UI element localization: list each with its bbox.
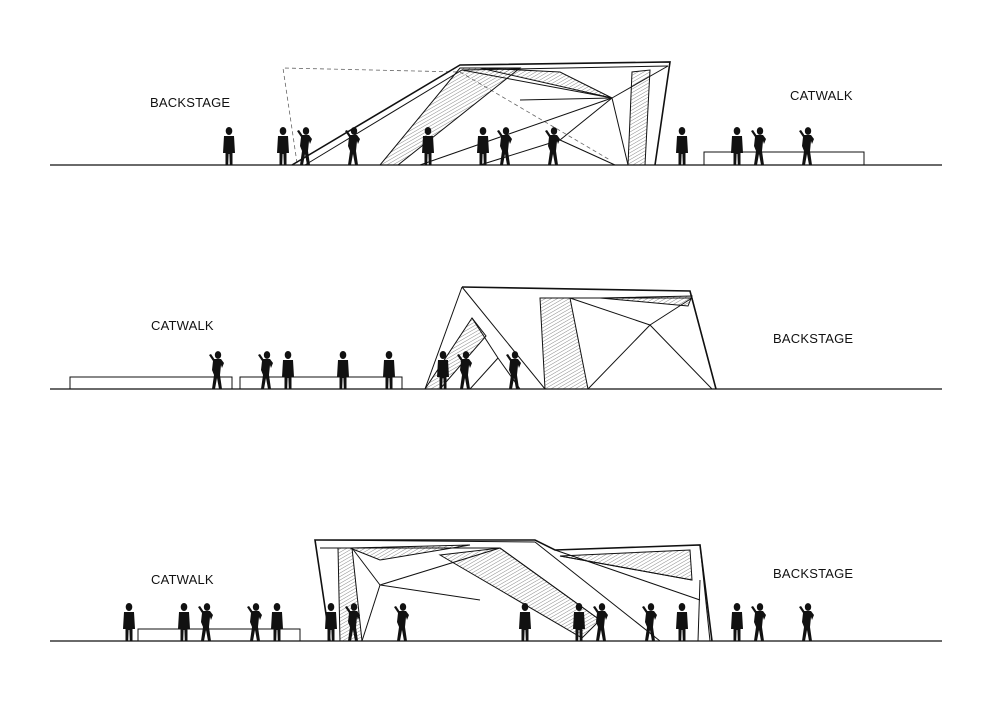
hatched-panel <box>424 317 487 390</box>
person-walking-icon <box>198 603 213 641</box>
catwalk-platform <box>239 376 403 390</box>
person-standing-icon <box>676 603 688 641</box>
hatched-panel <box>559 549 693 581</box>
person-walking-icon <box>642 603 657 641</box>
person-standing-icon <box>519 603 531 641</box>
section-1-left-label: BACKSTAGE <box>150 95 231 110</box>
person-walking-icon <box>457 351 472 389</box>
person-walking-icon <box>297 127 312 165</box>
person-walking-icon <box>799 127 814 165</box>
catwalk-platform <box>137 628 301 642</box>
person-standing-icon <box>223 127 235 165</box>
person-standing-icon <box>325 603 337 641</box>
pavilion-structure <box>424 286 717 390</box>
dashed-outline <box>282 67 611 164</box>
person-standing-icon <box>178 603 190 641</box>
person-walking-icon <box>751 603 766 641</box>
person-standing-icon <box>383 351 395 389</box>
person-standing-icon <box>731 127 743 165</box>
catwalk-platform <box>69 376 233 390</box>
person-walking-icon <box>209 351 224 389</box>
person-walking-icon <box>394 603 409 641</box>
person-walking-icon <box>247 603 262 641</box>
people-silhouettes <box>223 127 814 165</box>
person-walking-icon <box>799 603 814 641</box>
catwalk-platform <box>703 151 865 166</box>
person-standing-icon <box>731 603 743 641</box>
pavilion-structure <box>291 61 671 166</box>
person-standing-icon <box>676 127 688 165</box>
person-standing-icon <box>277 127 289 165</box>
hatched-panel <box>627 69 651 166</box>
person-walking-icon <box>258 351 273 389</box>
hatched-panel <box>378 67 522 166</box>
section-3-right-label: BACKSTAGE <box>773 566 854 581</box>
people-silhouettes <box>209 351 521 389</box>
section-3-left-label: CATWALK <box>151 572 214 587</box>
person-standing-icon <box>477 127 489 165</box>
section-3 <box>50 539 942 642</box>
person-standing-icon <box>123 603 135 641</box>
hatched-panel <box>479 67 613 99</box>
hatched-panel <box>539 297 589 390</box>
person-standing-icon <box>271 603 283 641</box>
section-1 <box>50 61 942 166</box>
section-2 <box>50 286 942 390</box>
section-2-left-label: CATWALK <box>151 318 214 333</box>
person-walking-icon <box>545 127 560 165</box>
section-2-right-label: BACKSTAGE <box>773 331 854 346</box>
person-walking-icon <box>751 127 766 165</box>
section-1-right-label: CATWALK <box>790 88 853 103</box>
hatched-panel <box>349 544 471 561</box>
person-standing-icon <box>282 351 294 389</box>
person-standing-icon <box>337 351 349 389</box>
